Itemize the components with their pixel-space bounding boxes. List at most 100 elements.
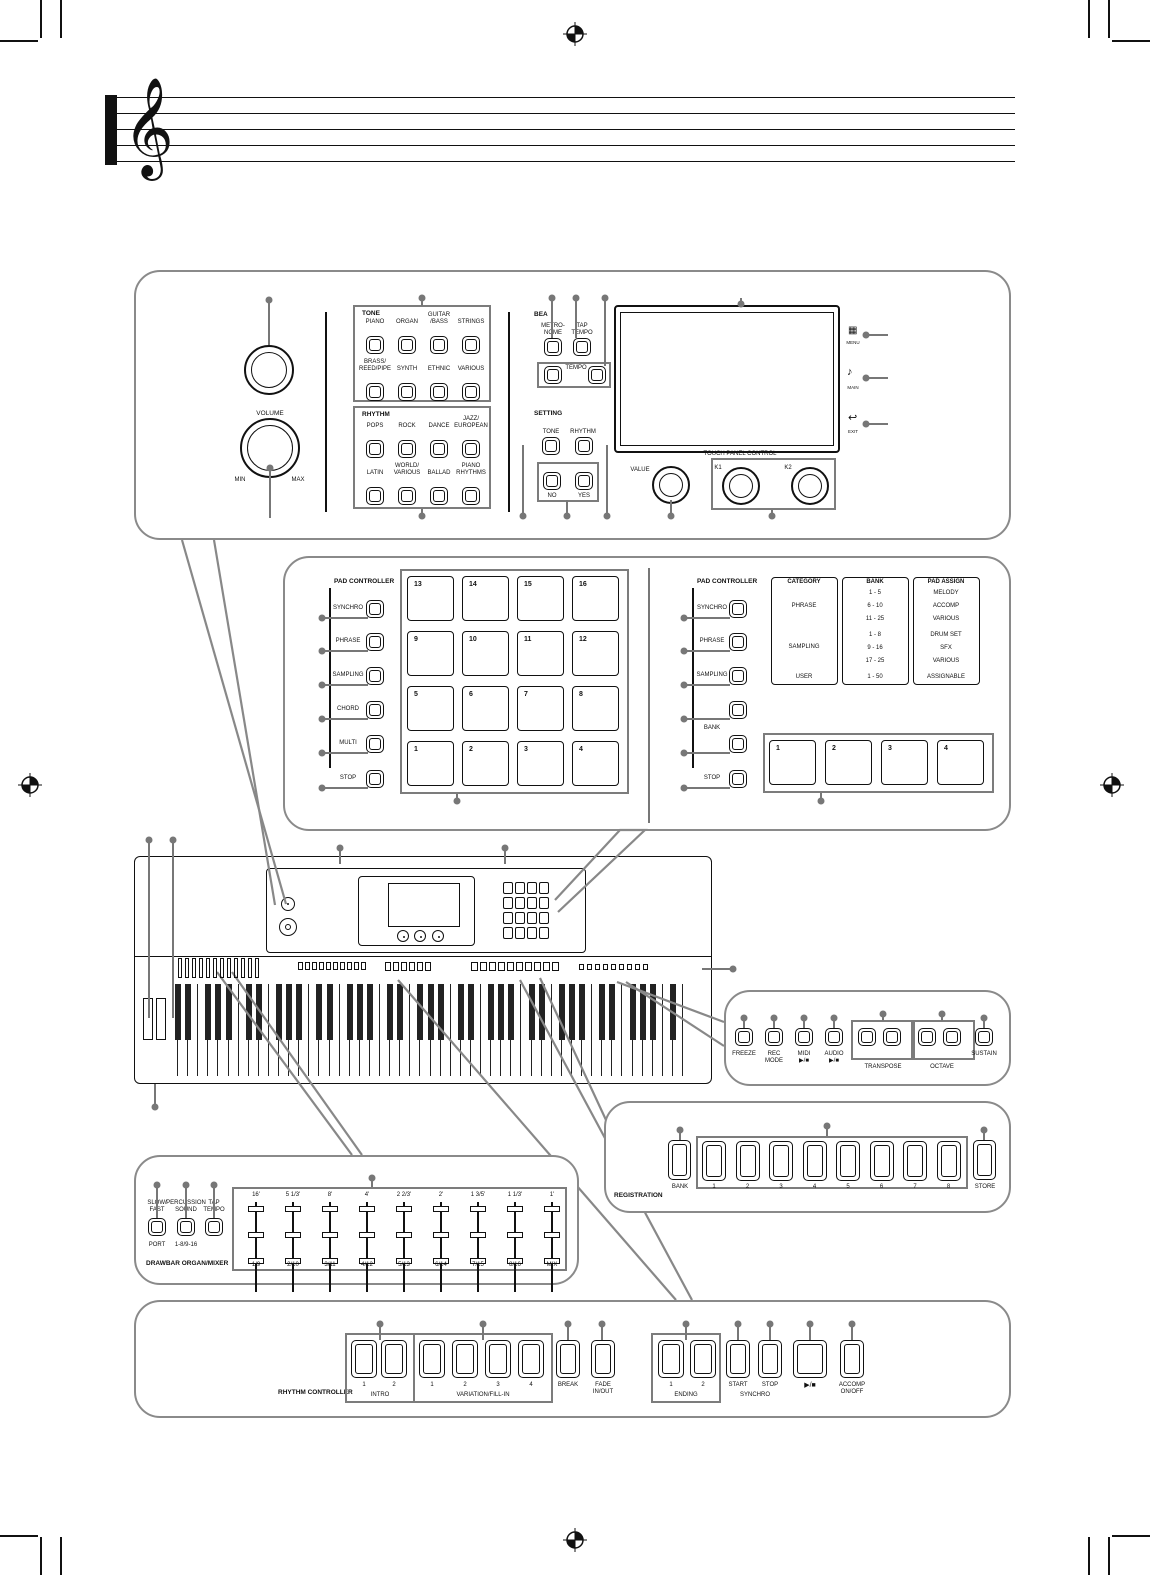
white-key[interactable] <box>259 984 269 1076</box>
pad-right-button[interactable] <box>729 633 747 651</box>
drawbar-slider[interactable] <box>544 1202 560 1292</box>
black-key[interactable] <box>276 984 282 1040</box>
variation-button[interactable] <box>485 1340 511 1378</box>
black-key[interactable] <box>417 984 424 1040</box>
value-knob[interactable] <box>652 466 690 504</box>
pad[interactable]: 13 <box>407 576 454 621</box>
kb-mini-button[interactable] <box>354 962 359 970</box>
pad[interactable]: 3 <box>517 741 564 786</box>
kb-mini-pad[interactable] <box>515 897 525 909</box>
kb-mini-button[interactable] <box>611 964 616 970</box>
kb-mini-button[interactable] <box>326 962 331 970</box>
kb-mini-slider[interactable] <box>213 958 217 978</box>
store-button[interactable] <box>973 1140 996 1180</box>
kb-mini-slider[interactable] <box>206 958 210 978</box>
function-button[interactable] <box>795 1028 813 1046</box>
tone-button[interactable] <box>430 383 448 401</box>
kb-mini-button[interactable] <box>361 962 366 970</box>
black-key[interactable] <box>427 984 434 1040</box>
function-button[interactable] <box>735 1028 753 1046</box>
kb-mini-pad[interactable] <box>503 897 513 909</box>
kb-mini-slider[interactable] <box>248 958 252 978</box>
kb-mini-button[interactable] <box>312 962 317 970</box>
pad[interactable]: 5 <box>407 686 454 731</box>
black-key[interactable] <box>346 984 353 1040</box>
kb-mini-pad[interactable] <box>539 897 549 909</box>
rhythm-button[interactable] <box>366 440 384 458</box>
white-key[interactable] <box>542 984 552 1076</box>
function-button[interactable] <box>765 1028 783 1046</box>
kb-mini-button[interactable] <box>489 962 496 971</box>
drawbar-slider[interactable] <box>396 1202 412 1292</box>
kb-mini-button[interactable] <box>619 964 624 970</box>
pad[interactable]: 14 <box>462 576 509 621</box>
bank-button[interactable] <box>668 1140 691 1180</box>
kb-mini-pad[interactable] <box>539 927 549 939</box>
touch-display[interactable] <box>614 305 840 453</box>
k1-knob[interactable] <box>722 467 760 505</box>
right-pad[interactable]: 2 <box>825 740 872 785</box>
tone-button[interactable] <box>366 383 384 401</box>
pad-side-button[interactable] <box>366 701 384 719</box>
white-key[interactable] <box>612 984 623 1076</box>
kb-mini-button[interactable] <box>635 964 640 970</box>
tone-button[interactable] <box>462 383 480 401</box>
kb-mini-button[interactable] <box>417 962 423 971</box>
yes-button[interactable] <box>575 472 593 490</box>
start-button[interactable] <box>726 1340 750 1378</box>
break-button[interactable] <box>556 1340 580 1378</box>
kb-mini-slider[interactable] <box>199 958 203 978</box>
kb-mini-pad[interactable] <box>527 927 537 939</box>
pad-right-button[interactable] <box>729 667 747 685</box>
black-key[interactable] <box>629 984 636 1040</box>
registration-button[interactable] <box>769 1141 793 1181</box>
kb-mini-pad[interactable] <box>515 912 525 924</box>
kb-mini-pad[interactable] <box>503 927 513 939</box>
pad-right-button[interactable] <box>729 770 747 788</box>
kb-mini-button[interactable] <box>498 962 505 971</box>
kb-mini-button[interactable] <box>480 962 487 971</box>
pad[interactable]: 6 <box>462 686 509 731</box>
pad-side-button[interactable] <box>366 633 384 651</box>
pad[interactable]: 10 <box>462 631 509 676</box>
black-key[interactable] <box>437 984 444 1040</box>
black-key[interactable] <box>467 984 474 1040</box>
kb-mini-button[interactable] <box>516 962 523 971</box>
kb-mini-slider[interactable] <box>185 958 189 978</box>
pad[interactable]: 16 <box>572 576 619 621</box>
white-key[interactable] <box>400 984 411 1076</box>
piano-keys[interactable] <box>168 984 683 1076</box>
drawbar-slider[interactable] <box>359 1202 375 1292</box>
kb-mini-button[interactable] <box>579 964 584 970</box>
pad[interactable]: 9 <box>407 631 454 676</box>
kb-mini-button[interactable] <box>595 964 600 970</box>
kb-mini-slider[interactable] <box>192 958 196 978</box>
black-key[interactable] <box>316 984 323 1040</box>
right-pad[interactable]: 3 <box>881 740 928 785</box>
kb-mini-button[interactable] <box>507 962 514 971</box>
black-key[interactable] <box>538 984 545 1040</box>
pad-right-button[interactable] <box>729 735 747 753</box>
variation-button[interactable] <box>452 1340 478 1378</box>
kb-mini-button[interactable] <box>305 962 310 970</box>
accomp-button[interactable] <box>840 1340 864 1378</box>
registration-button[interactable] <box>936 1141 961 1181</box>
power-button[interactable] <box>244 345 294 395</box>
variation-button[interactable] <box>419 1340 445 1378</box>
percussion-button[interactable] <box>177 1218 195 1236</box>
drawbar-slider[interactable] <box>507 1202 523 1292</box>
pad-side-button[interactable] <box>366 770 384 788</box>
kb-mini-slider[interactable] <box>227 958 231 978</box>
kb-mini-slider[interactable] <box>234 958 238 978</box>
function-button[interactable] <box>975 1028 993 1046</box>
black-key[interactable] <box>286 984 293 1040</box>
white-key[interactable] <box>653 984 663 1076</box>
black-key[interactable] <box>397 984 404 1040</box>
kb-mini-button[interactable] <box>587 964 592 970</box>
kb-mini-button[interactable] <box>534 962 541 971</box>
black-key[interactable] <box>175 984 181 1040</box>
kb-mini-pad[interactable] <box>503 912 513 924</box>
pad-side-button[interactable] <box>366 667 384 685</box>
fade-button[interactable] <box>591 1340 615 1378</box>
play-stop-button[interactable] <box>793 1340 827 1378</box>
